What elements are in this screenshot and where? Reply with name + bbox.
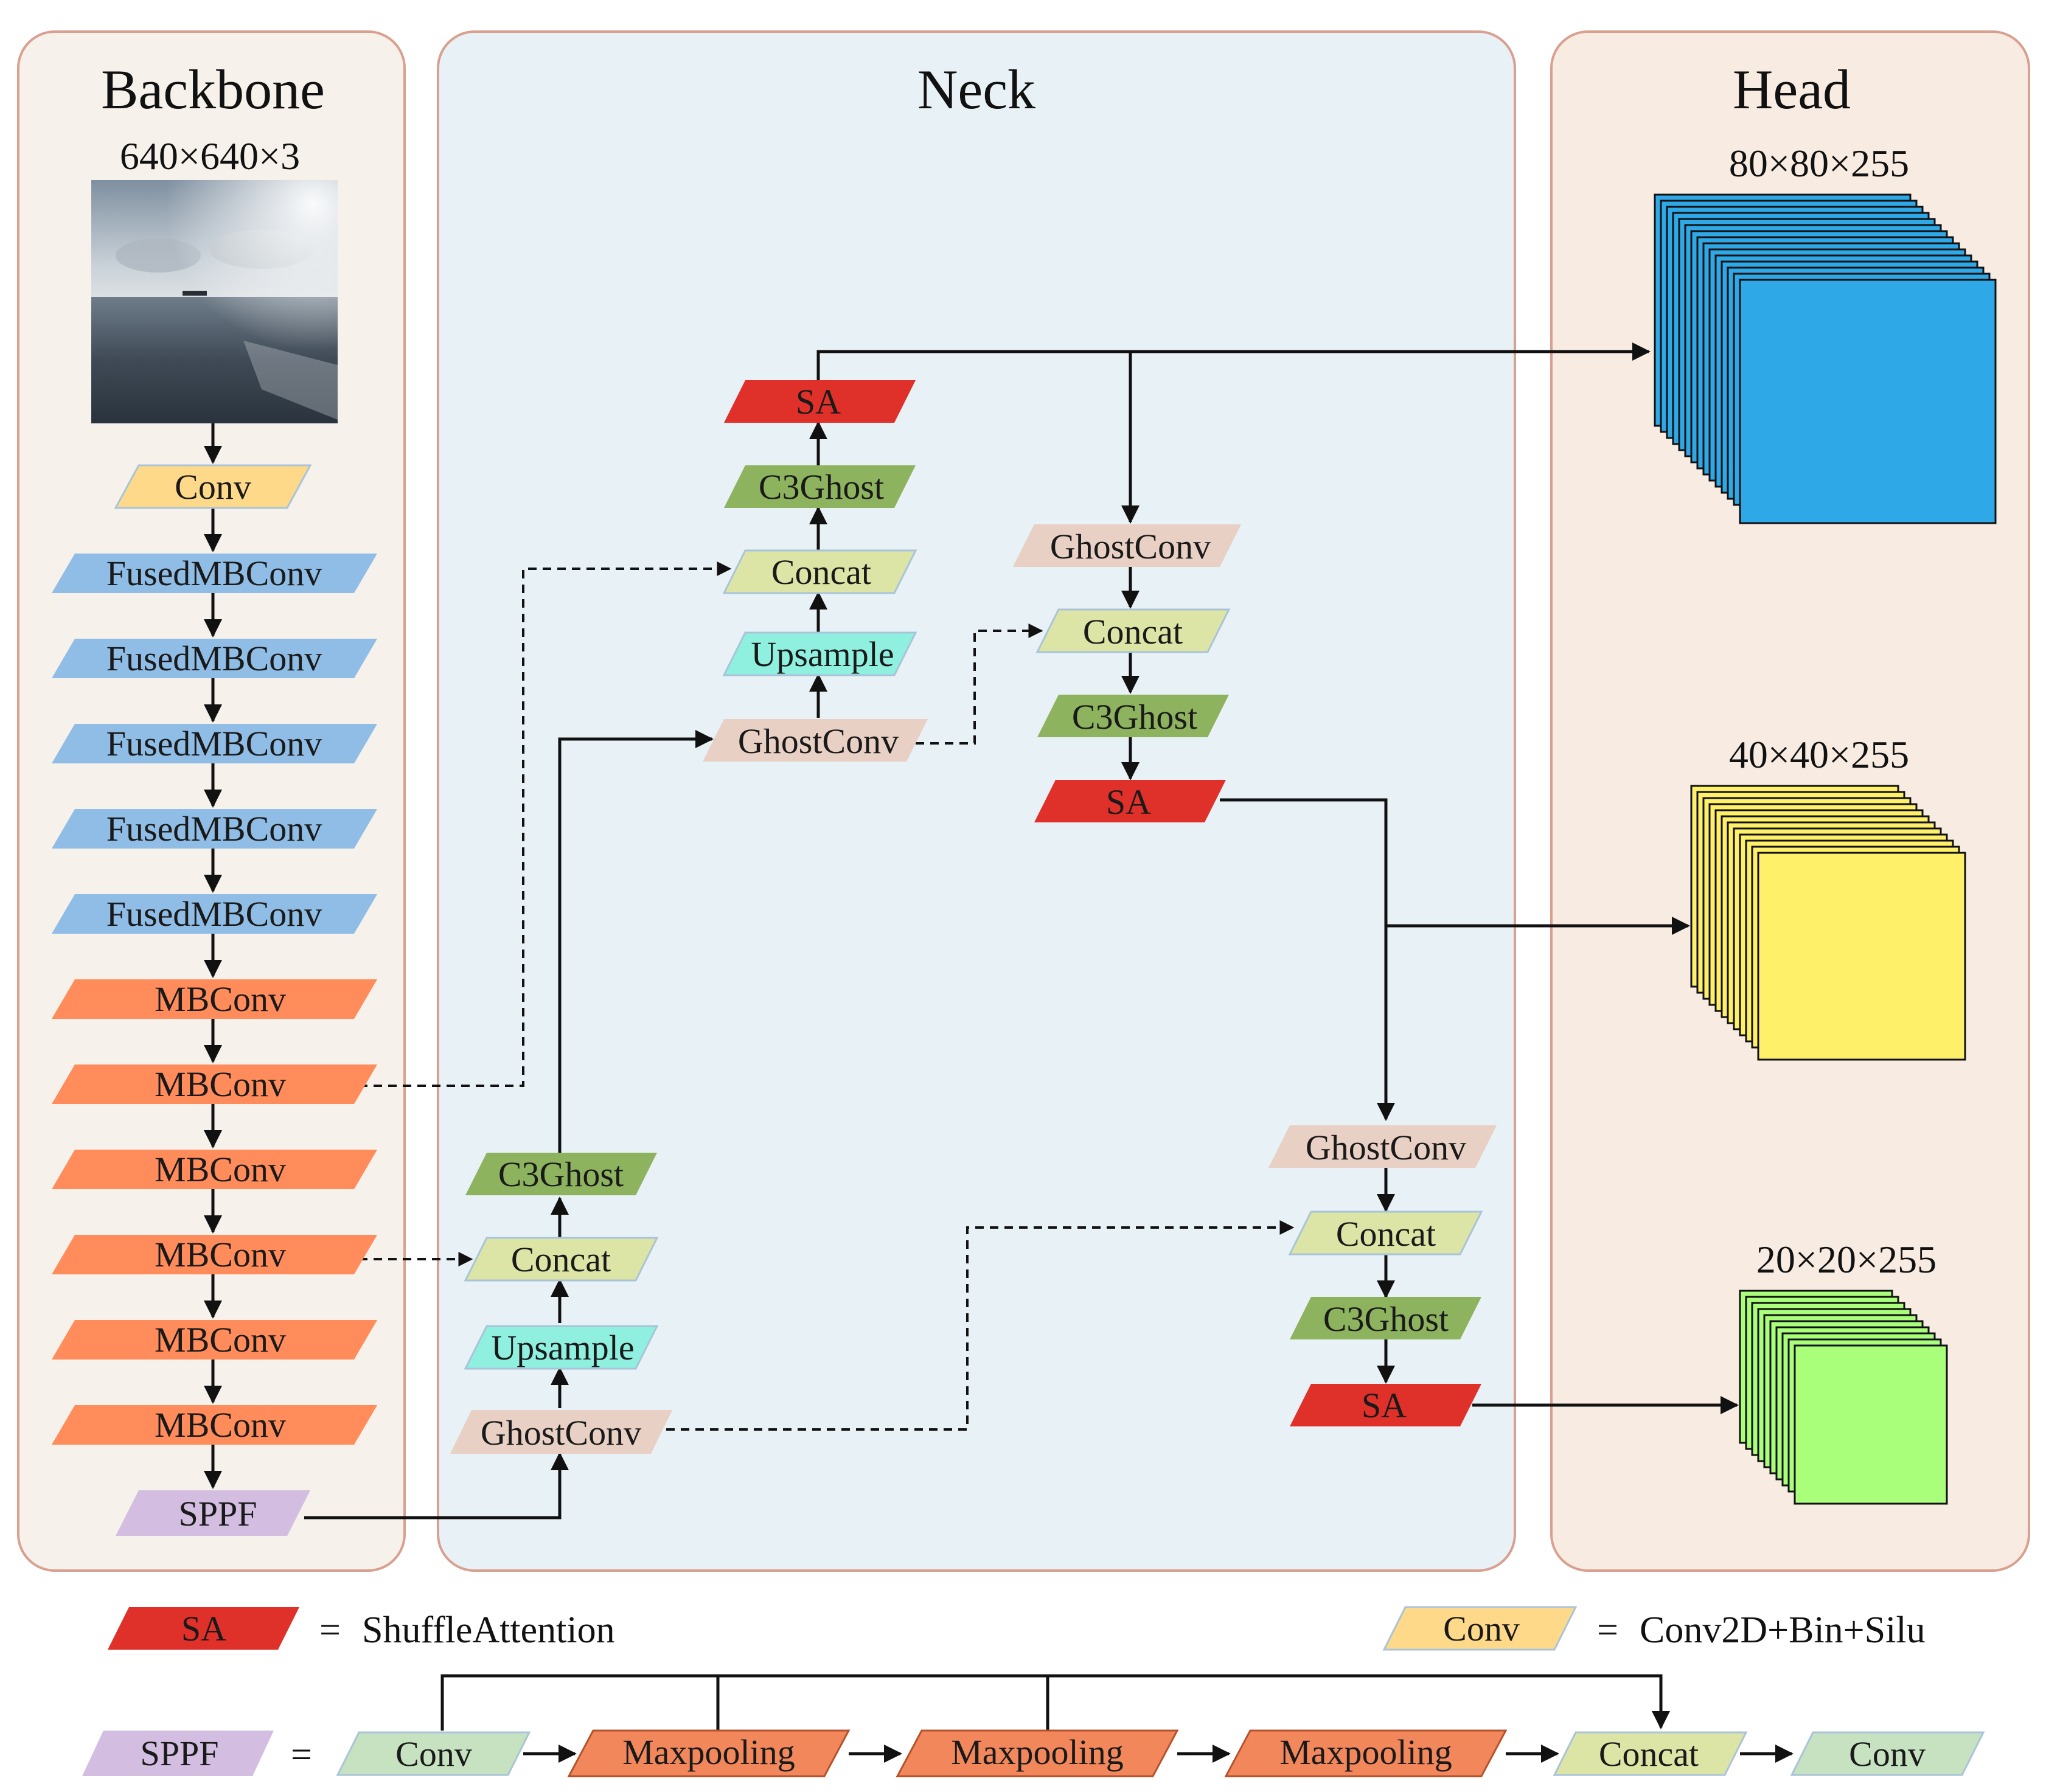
neck-right-bottom-c3ghost: C3Ghost xyxy=(1290,1297,1481,1339)
backbone-block-fusedmbconv-5: FusedMBConv xyxy=(52,894,377,934)
neck-mid-sa: SA xyxy=(724,380,916,423)
svg-text:MBConv: MBConv xyxy=(155,1235,286,1274)
svg-text:SPPF: SPPF xyxy=(178,1494,257,1533)
neck-right-bottom-sa: SA xyxy=(1290,1384,1481,1426)
svg-text:GhostConv: GhostConv xyxy=(738,721,899,761)
output-stack-80 xyxy=(1654,193,1997,524)
svg-text:Concat: Concat xyxy=(1336,1214,1436,1254)
backbone-block-fusedmbconv-3: FusedMBConv xyxy=(52,724,377,763)
backbone-block-mbconv-1: MBConv xyxy=(52,979,377,1019)
svg-text:SPPF: SPPF xyxy=(140,1734,218,1773)
svg-text:Upsample: Upsample xyxy=(751,634,894,674)
svg-text:Concat: Concat xyxy=(771,552,871,592)
legend-sppf-equals: = xyxy=(291,1734,312,1776)
legend-conv-equals: = xyxy=(1597,1610,1618,1651)
backbone-block-mbconv-6: MBConv xyxy=(52,1405,377,1445)
svg-text:MBConv: MBConv xyxy=(155,1064,286,1104)
neck-left-concat: Concat xyxy=(464,1237,659,1282)
svg-text:Concat: Concat xyxy=(1599,1734,1699,1774)
svg-text:SA: SA xyxy=(1362,1386,1407,1425)
svg-text:Maxpooling: Maxpooling xyxy=(1279,1732,1452,1772)
legend-sa-text: ShuffleAttention xyxy=(362,1610,615,1651)
svg-text:SA: SA xyxy=(796,382,841,422)
svg-text:Concat: Concat xyxy=(511,1240,611,1279)
output-stack-40 xyxy=(1690,785,1966,1061)
legend-sppf-maxpooling-1: Maxpooling xyxy=(567,1729,851,1777)
neck-right-bottom-concat: Concat xyxy=(1288,1210,1483,1255)
backbone-block-fusedmbconv-4: FusedMBConv xyxy=(52,809,377,849)
svg-text:Concat: Concat xyxy=(1083,612,1183,651)
svg-text:SA: SA xyxy=(1106,782,1151,822)
svg-text:FusedMBConv: FusedMBConv xyxy=(106,554,322,593)
backbone-block-fusedmbconv-2: FusedMBConv xyxy=(52,639,377,678)
neck-left-upsample: Upsample xyxy=(464,1325,659,1370)
neck-mid-concat: Concat xyxy=(722,549,917,594)
svg-text:GhostConv: GhostConv xyxy=(1306,1128,1466,1167)
svg-text:FusedMBConv: FusedMBConv xyxy=(106,809,322,849)
neck-panel xyxy=(437,30,1516,1572)
svg-text:Maxpooling: Maxpooling xyxy=(622,1732,795,1772)
backbone-block-sppf: SPPF xyxy=(116,1490,310,1536)
neck-right-bottom-ghostconv: GhostConv xyxy=(1268,1125,1497,1168)
svg-text:Maxpooling: Maxpooling xyxy=(951,1732,1124,1772)
backbone-block-mbconv-2: MBConv xyxy=(52,1064,377,1104)
backbone-block-conv: Conv xyxy=(114,464,312,509)
svg-text:Conv: Conv xyxy=(1443,1609,1520,1648)
backbone-block-mbconv-4: MBConv xyxy=(52,1235,377,1274)
input-image xyxy=(91,180,338,423)
svg-text:Conv: Conv xyxy=(395,1734,472,1774)
legend-sppf-concat: Concat xyxy=(1553,1731,1748,1776)
backbone-block-fusedmbconv-1: FusedMBConv xyxy=(52,554,377,593)
neck-mid-c3ghost: C3Ghost xyxy=(724,465,916,508)
neck-title: Neck xyxy=(917,58,1035,120)
legend-sppf-chain-arrows xyxy=(440,1674,1794,1763)
svg-text:FusedMBConv: FusedMBConv xyxy=(106,724,322,763)
svg-text:SA: SA xyxy=(181,1609,226,1648)
output-label-80: 80×80×255 xyxy=(1729,142,1909,185)
neck-right-top-sa: SA xyxy=(1034,780,1226,822)
svg-text:Upsample: Upsample xyxy=(491,1328,634,1367)
legend-sppf-block: SPPF xyxy=(82,1731,274,1776)
svg-text:FusedMBConv: FusedMBConv xyxy=(106,894,322,934)
legend-conv-text: Conv2D+Bin+Silu xyxy=(1640,1610,1926,1651)
legend-sppf-maxpooling-2: Maxpooling xyxy=(896,1729,1179,1777)
neck-right-top-concat: Concat xyxy=(1035,608,1231,653)
neck-left-ghostconv: GhostConv xyxy=(450,1410,672,1454)
svg-text:MBConv: MBConv xyxy=(155,979,286,1019)
neck-mid-ghostconv: GhostConv xyxy=(703,719,928,762)
svg-text:C3Ghost: C3Ghost xyxy=(498,1155,624,1194)
backbone-block-mbconv-3: MBConv xyxy=(52,1150,377,1189)
output-label-20: 20×20×255 xyxy=(1756,1238,1936,1281)
legend-sa-equals: = xyxy=(319,1610,341,1651)
neck-right-top-ghostconv: GhostConv xyxy=(1013,524,1241,567)
head-title: Head xyxy=(1733,58,1851,120)
backbone-block-mbconv-5: MBConv xyxy=(52,1320,377,1360)
svg-text:GhostConv: GhostConv xyxy=(1050,527,1211,566)
neck-mid-upsample: Upsample xyxy=(722,631,917,676)
connectors xyxy=(204,342,1739,1519)
legend-conv-block: Conv xyxy=(1382,1606,1578,1651)
svg-text:Conv: Conv xyxy=(175,467,251,507)
svg-text:Conv: Conv xyxy=(1849,1734,1926,1774)
svg-text:C3Ghost: C3Ghost xyxy=(1323,1299,1449,1339)
output-stack-20 xyxy=(1739,1290,1948,1505)
legend-sppf-conv-2: Conv xyxy=(1790,1731,1985,1776)
neck-right-top-c3ghost: C3Ghost xyxy=(1037,695,1229,737)
svg-text:C3Ghost: C3Ghost xyxy=(1072,697,1197,737)
output-label-40: 40×40×255 xyxy=(1729,733,1909,776)
svg-text:C3Ghost: C3Ghost xyxy=(759,467,884,507)
legend-sa-block: SA xyxy=(108,1607,299,1650)
svg-text:MBConv: MBConv xyxy=(155,1150,286,1189)
legend-sppf-maxpooling-3: Maxpooling xyxy=(1224,1729,1508,1777)
dashed-connectors xyxy=(359,561,1295,1431)
svg-text:MBConv: MBConv xyxy=(155,1320,286,1360)
svg-text:GhostConv: GhostConv xyxy=(481,1413,641,1453)
backbone-title: Backbone xyxy=(101,58,325,120)
legend-sppf-conv-1: Conv xyxy=(336,1731,531,1776)
svg-text:MBConv: MBConv xyxy=(155,1405,286,1445)
neck-left-c3ghost: C3Ghost xyxy=(465,1153,657,1195)
input-size-label: 640×640×3 xyxy=(120,134,300,178)
svg-text:FusedMBConv: FusedMBConv xyxy=(106,639,322,678)
